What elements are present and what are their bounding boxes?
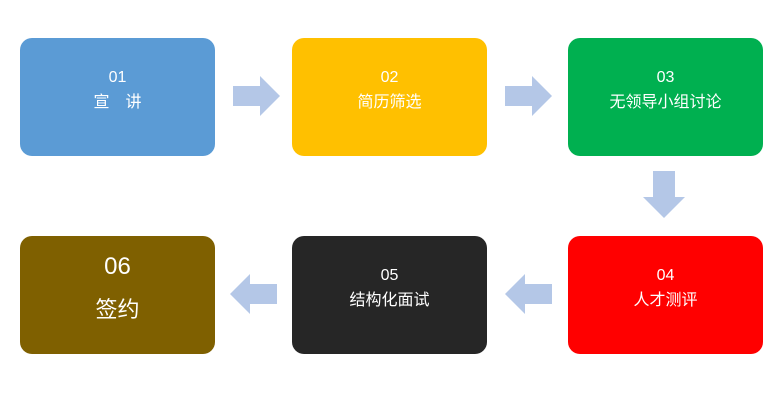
- step-number: 05: [380, 267, 399, 284]
- step-box-06: 06 签约: [20, 236, 215, 354]
- step-box-01: 01 宣 讲: [20, 38, 215, 156]
- step-box-04: 04 人才测评: [568, 236, 763, 354]
- step-label: 结构化面试: [349, 292, 430, 309]
- right-arrow-icon: [233, 76, 280, 116]
- left-arrow-icon: [230, 274, 277, 314]
- right-arrow-shape: [505, 76, 552, 116]
- right-arrow-icon: [505, 76, 552, 116]
- left-arrow-shape: [505, 274, 552, 314]
- step-label: 宣 讲: [93, 94, 142, 111]
- step-number: 02: [380, 69, 399, 86]
- left-arrow-icon: [505, 274, 552, 314]
- step-label: 简历筛选: [357, 94, 422, 111]
- down-arrow-shape: [643, 171, 685, 218]
- left-arrow-shape: [230, 274, 277, 314]
- step-label: 人才测评: [633, 292, 698, 309]
- down-arrow-icon: [643, 171, 685, 218]
- step-number: 03: [656, 69, 675, 86]
- step-label: 签约: [95, 297, 140, 322]
- step-label: 无领导小组讨论: [609, 94, 722, 111]
- step-box-03: 03 无领导小组讨论: [568, 38, 763, 156]
- step-number: 06: [104, 253, 131, 280]
- step-number: 01: [108, 69, 127, 86]
- step-number: 04: [656, 267, 675, 284]
- right-arrow-shape: [233, 76, 280, 116]
- step-box-02: 02 简历筛选: [292, 38, 487, 156]
- step-box-05: 05 结构化面试: [292, 236, 487, 354]
